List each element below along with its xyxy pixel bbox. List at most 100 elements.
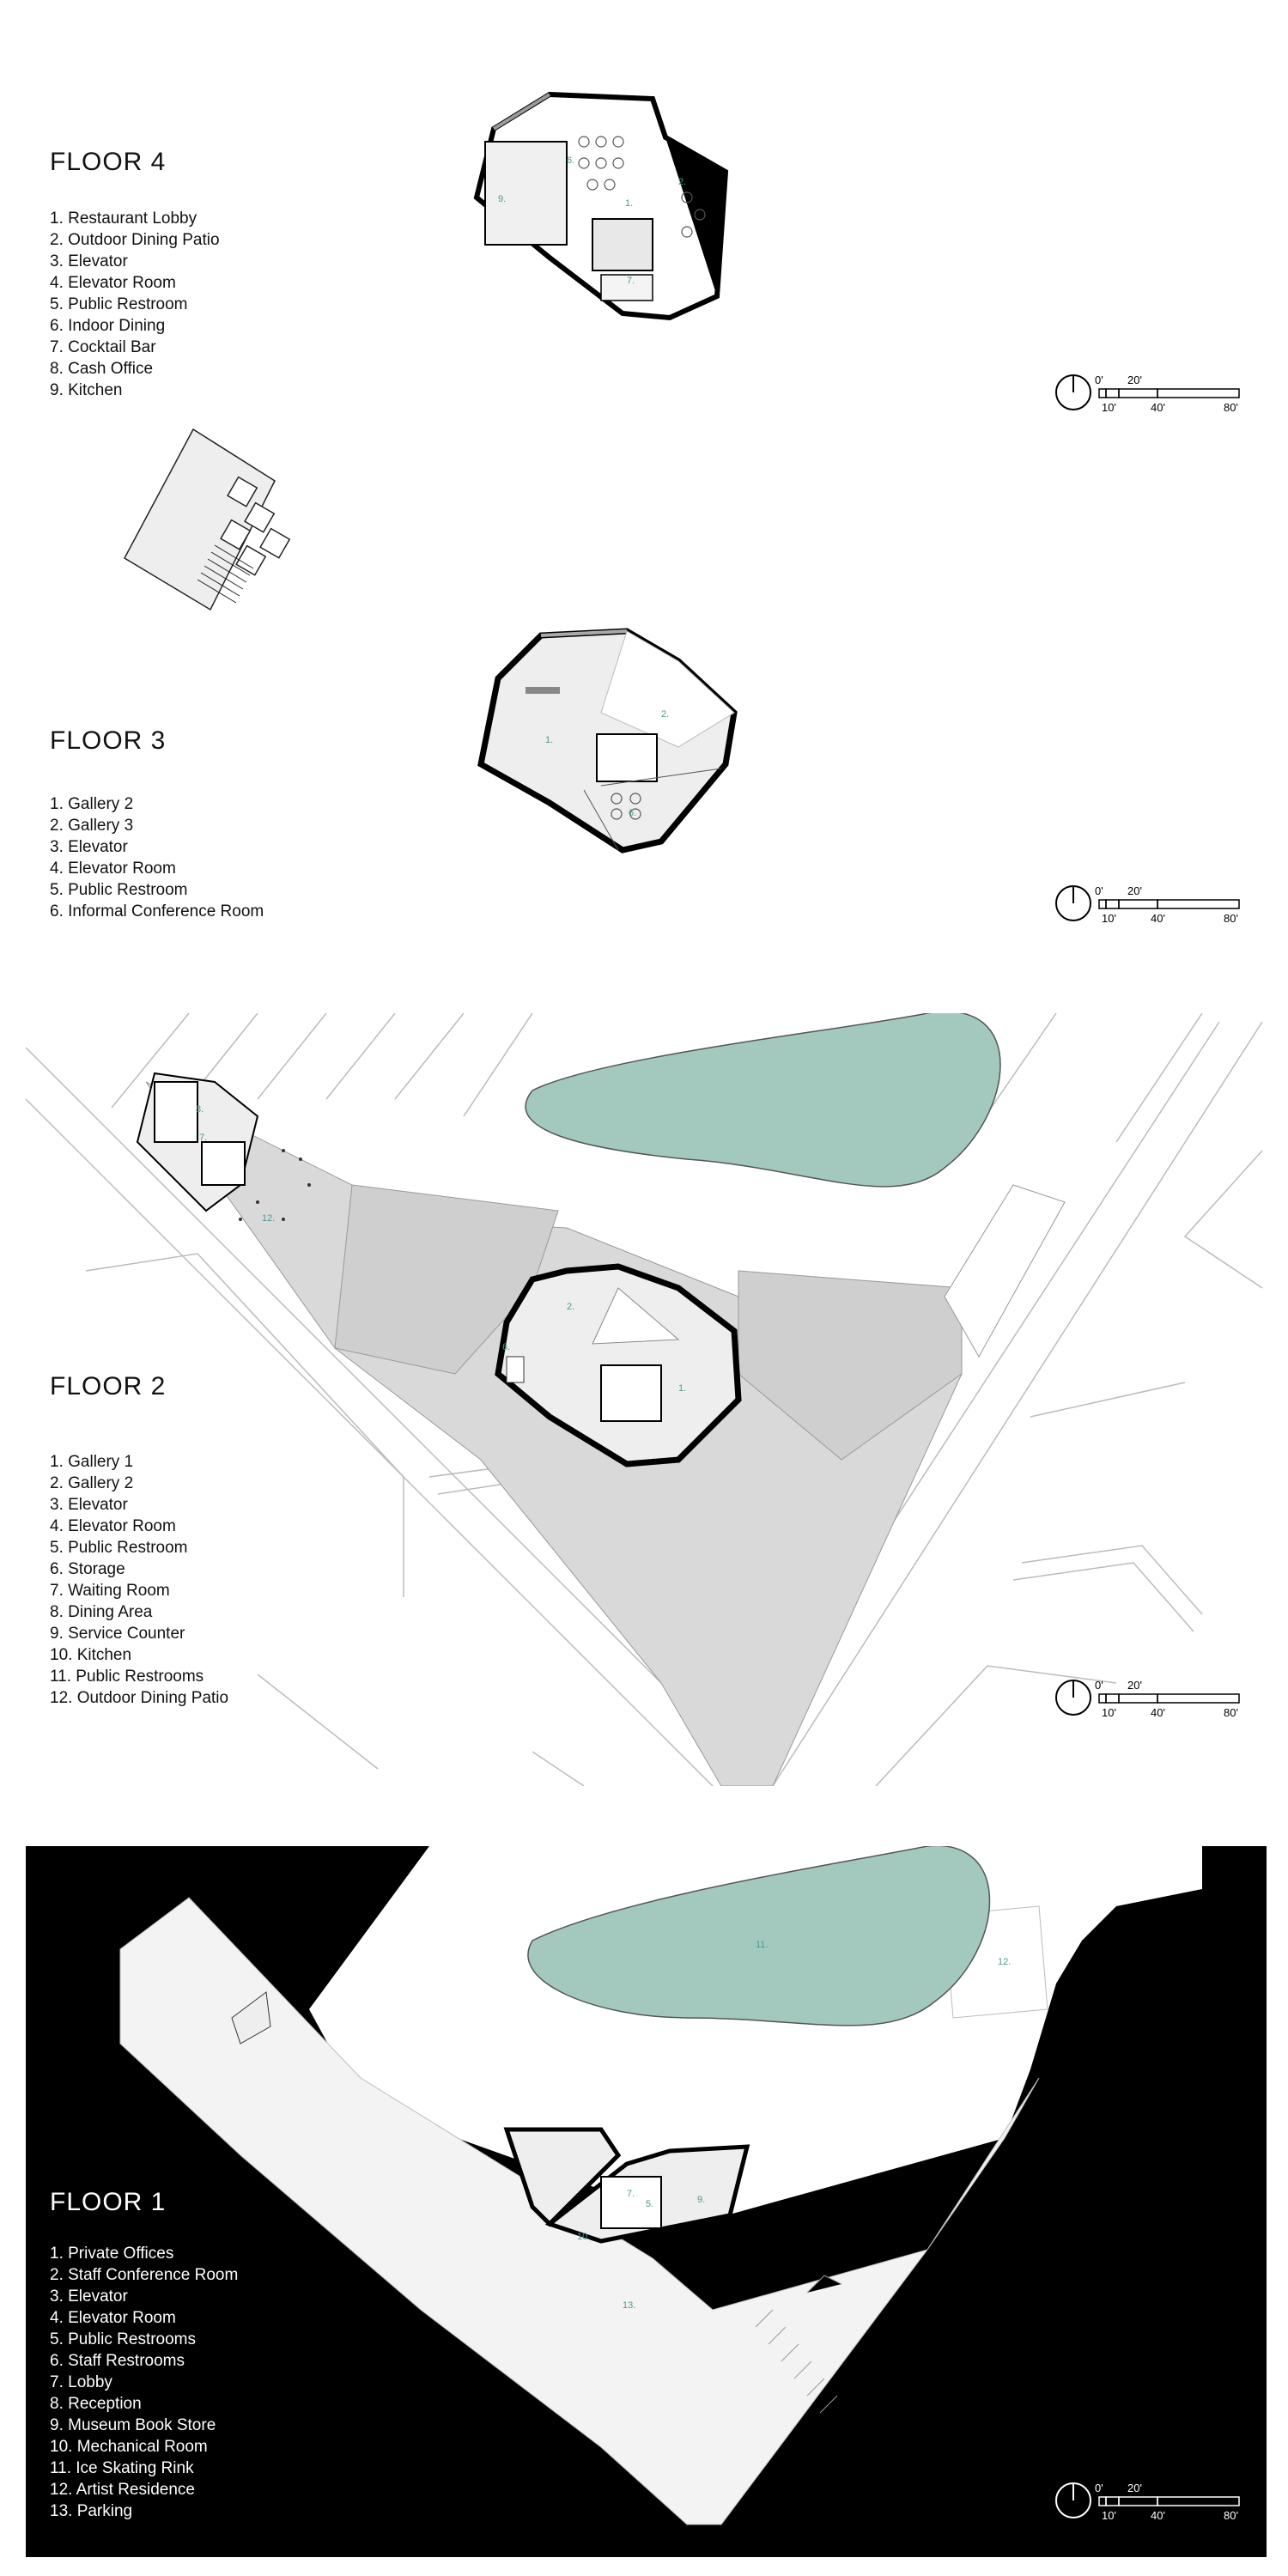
floor3-building xyxy=(477,628,738,854)
floor3-label-2: 2. xyxy=(661,709,669,720)
floor1-legend: 1. Private Offices 2. Staff Conference R… xyxy=(50,2243,238,2522)
floor2-label-7: 7. xyxy=(199,1133,207,1143)
floor1-plan: 11. 12. 13. 7. 9. 10. 5. xyxy=(26,1846,1267,2557)
legend-item: 1. Gallery 2 xyxy=(50,795,134,813)
scale-label-0: 0' xyxy=(1095,374,1103,386)
floor2-plaza xyxy=(145,1081,1066,1786)
scale-label-0: 0' xyxy=(1095,1679,1103,1692)
scale-label-10: 10' xyxy=(1102,401,1116,414)
floor2-label-12: 12. xyxy=(262,1213,275,1224)
legend-item: 5. Public Restrooms xyxy=(50,2330,197,2348)
legend-item: 1. Restaurant Lobby xyxy=(50,210,197,228)
scale-label-10: 10' xyxy=(1102,912,1116,925)
legend-item: 2. Staff Conference Room xyxy=(50,2266,239,2284)
key-plan xyxy=(124,428,291,611)
floor1-label-5: 5. xyxy=(646,2199,653,2209)
floor1-title: FLOOR 1 xyxy=(50,2188,167,2216)
floor1-label-13: 13. xyxy=(623,2300,635,2311)
floor3-plan: 1. 2. 6. xyxy=(477,628,738,854)
floor1-scale-bar: 0' 20' 10' 40' 80' xyxy=(1055,2482,1240,2522)
floor2-building xyxy=(495,1263,742,1467)
floor4-label-1: 1. xyxy=(625,198,633,209)
floor2-label-1: 1. xyxy=(678,1383,686,1394)
floor1-building xyxy=(503,2127,750,2244)
legend-item: 4. Elevator Room xyxy=(50,2309,176,2327)
legend-item: 9. Museum Book Store xyxy=(50,2416,216,2434)
floor1-label-10: 10. xyxy=(577,2232,590,2242)
floor2-title: FLOOR 2 xyxy=(50,1372,167,1400)
floor2-scale-bar: 0' 20' 10' 40' 80' xyxy=(1055,1679,1240,1719)
floor4-label-9: 9. xyxy=(498,194,506,204)
scale-label-40: 40' xyxy=(1151,912,1165,925)
scale-label-10: 10' xyxy=(1102,2509,1116,2522)
scale-label-40: 40' xyxy=(1151,401,1165,414)
floor3-label-6: 6. xyxy=(629,808,636,818)
floor2-label-8: 8. xyxy=(196,1104,204,1115)
floor1-label-12: 12. xyxy=(998,1957,1011,1967)
floor4-label-6: 6. xyxy=(567,155,574,166)
legend-item: 8. Dining Area xyxy=(50,1603,153,1621)
legend-item: 3. Elevator xyxy=(50,2287,128,2306)
legend-item: 9. Service Counter xyxy=(50,1625,185,1643)
legend-item: 5. Public Restroom xyxy=(50,295,188,313)
legend-item: 13. Parking xyxy=(50,2502,133,2520)
floor1-label-7: 7. xyxy=(627,2189,635,2199)
legend-item: 5. Public Restroom xyxy=(50,881,188,899)
floor2-label-2: 2. xyxy=(567,1302,574,1312)
scale-label-20: 20' xyxy=(1127,374,1142,386)
legend-item: 4. Elevator Room xyxy=(50,274,176,292)
floor3-legend: 1. Gallery 2 2. Gallery 3 3. Elevator 4.… xyxy=(50,793,264,922)
legend-item: 6. Storage xyxy=(50,1560,125,1578)
legend-item: 11. Public Restrooms xyxy=(50,1668,204,1686)
scale-label-0: 0' xyxy=(1095,884,1103,897)
legend-item: 10. Kitchen xyxy=(50,1646,132,1664)
legend-item: 3. Elevator xyxy=(50,838,128,856)
scale-label-40: 40' xyxy=(1151,1706,1165,1719)
floor4-title: FLOOR 4 xyxy=(50,148,167,176)
floor3-title: FLOOR 3 xyxy=(50,726,167,755)
floor2-plan: 1. 2. 6. 7. 8. 12. xyxy=(25,1013,1263,1786)
legend-item: 3. Elevator xyxy=(50,252,128,270)
legend-item: 3. Elevator xyxy=(50,1496,128,1514)
legend-item: 6. Indoor Dining xyxy=(50,317,166,335)
floor2-pond xyxy=(525,1013,1001,1188)
floor2-restaurant xyxy=(136,1072,311,1221)
scale-label-10: 10' xyxy=(1102,1706,1116,1719)
legend-item: 2. Gallery 2 xyxy=(50,1474,134,1492)
scale-label-80: 80' xyxy=(1224,1706,1238,1719)
legend-item: 10. Mechanical Room xyxy=(50,2438,208,2456)
floor4-plan: 1. 6. 9. 7. 2. xyxy=(124,91,729,611)
legend-item: 5. Public Restroom xyxy=(50,1539,188,1557)
floor3-label-1: 1. xyxy=(545,735,553,745)
floor1-parking xyxy=(755,2275,842,2414)
legend-item: 12. Artist Residence xyxy=(50,2481,195,2499)
floor4-building xyxy=(473,91,729,321)
legend-item: 12. Outdoor Dining Patio xyxy=(50,1689,229,1707)
floor1-ice-rink xyxy=(527,1846,991,2026)
legend-item: 2. Outdoor Dining Patio xyxy=(50,231,220,249)
legend-item: 4. Elevator Room xyxy=(50,1517,176,1535)
legend-item: 4. Elevator Room xyxy=(50,860,176,878)
legend-item: 7. Lobby xyxy=(50,2373,112,2391)
legend-item: 6. Informal Conference Room xyxy=(50,902,264,920)
legend-item: 2. Gallery 3 xyxy=(50,817,134,835)
legend-item: 11. Ice Skating Rink xyxy=(50,2459,194,2477)
legend-item: 8. Reception xyxy=(50,2395,142,2413)
floor4-legend: 1. Restaurant Lobby 2. Outdoor Dining Pa… xyxy=(50,208,220,401)
scale-label-20: 20' xyxy=(1127,884,1142,897)
floor3-scale-bar: 0' 20' 10' 40' 80' xyxy=(1055,884,1240,925)
floor4-label-7: 7. xyxy=(627,276,635,286)
legend-item: 1. Private Offices xyxy=(50,2245,174,2263)
scale-label-80: 80' xyxy=(1224,401,1238,414)
floor2-label-6: 6. xyxy=(502,1342,510,1352)
scale-label-20: 20' xyxy=(1127,2482,1142,2494)
scale-label-0: 0' xyxy=(1095,2482,1103,2494)
legend-item: 1. Gallery 1 xyxy=(50,1453,134,1471)
scale-label-40: 40' xyxy=(1151,2509,1165,2522)
floor4-scale-bar: 0' 20' 10' 40' 80' xyxy=(1055,374,1240,414)
scale-label-20: 20' xyxy=(1127,1679,1142,1692)
legend-item: 9. Kitchen xyxy=(50,381,123,399)
floor4-label-2: 2. xyxy=(678,177,686,187)
legend-item: 7. Cocktail Bar xyxy=(50,338,156,356)
legend-item: 7. Waiting Room xyxy=(50,1582,170,1600)
